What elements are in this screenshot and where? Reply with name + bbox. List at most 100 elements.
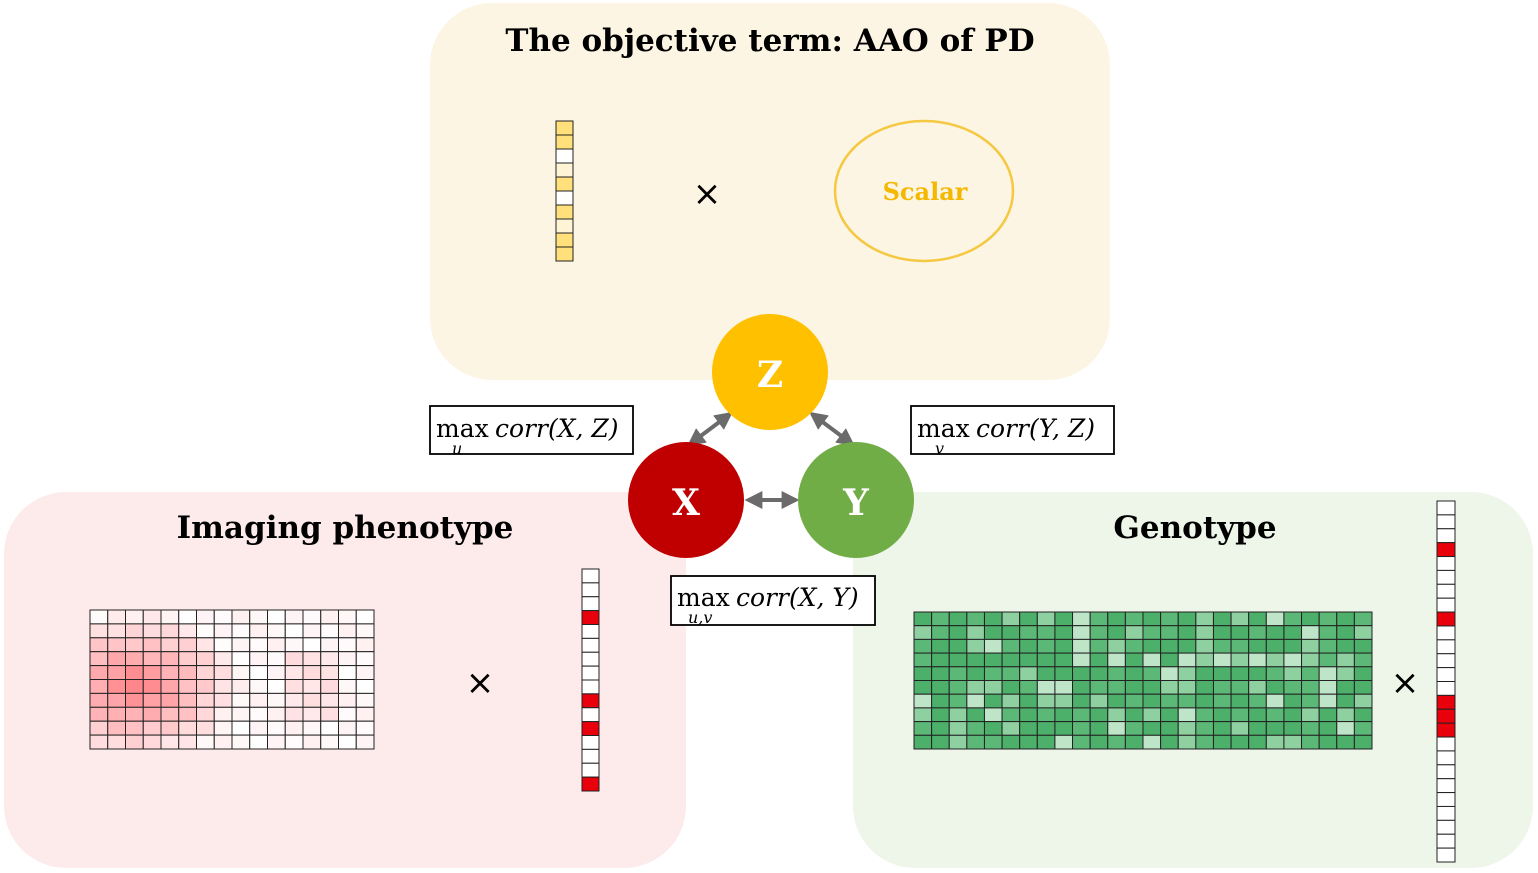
genotype-matrix-cell xyxy=(1160,707,1179,723)
imaging-matrix-cell xyxy=(142,637,162,653)
genotype-matrix-cell xyxy=(1177,693,1197,709)
genotype-matrix-cell xyxy=(948,666,968,681)
genotype-matrix-cell xyxy=(1160,693,1179,709)
imaging-matrix-cell xyxy=(107,637,126,653)
imaging-matrix-cell xyxy=(320,665,339,680)
genotype-matrix-cell xyxy=(1336,652,1355,668)
genotype-matrix-cell xyxy=(1177,638,1197,654)
genotype-matrix-cell xyxy=(1283,652,1303,668)
genotype-matrix-cell xyxy=(1107,652,1126,668)
genotype-vector-cell xyxy=(1436,722,1456,738)
genotype-matrix-cell xyxy=(1054,734,1074,750)
imaging-matrix-cell xyxy=(213,720,233,736)
genotype-matrix-cell xyxy=(1036,707,1056,723)
imaging-matrix-cell xyxy=(142,623,162,639)
genotype-matrix-cell xyxy=(931,721,950,736)
genotype-vector-cell xyxy=(1436,653,1456,669)
imaging-matrix-cell xyxy=(320,734,339,750)
genotype-matrix-cell xyxy=(1318,680,1338,695)
imaging-matrix-cell xyxy=(284,665,304,680)
imaging-matrix-cell xyxy=(89,706,109,722)
genotype-matrix-cell xyxy=(1212,707,1232,723)
imaging-vector-cell xyxy=(581,762,600,778)
objective-vector-cell xyxy=(555,190,574,206)
objective-vector-cell xyxy=(555,134,574,150)
imaging-matrix-cell xyxy=(125,734,144,750)
imaging-vector-cell xyxy=(581,637,600,653)
imaging-matrix-cell xyxy=(231,623,251,639)
imaging-matrix-cell xyxy=(196,679,215,694)
genotype-vector-cell xyxy=(1436,764,1456,780)
genotype-matrix-cell xyxy=(1301,680,1320,695)
genotype-matrix-cell xyxy=(1142,734,1162,750)
genotype-matrix-cell xyxy=(1195,680,1214,695)
imaging-vector-cell xyxy=(581,721,600,736)
genotype-matrix-cell xyxy=(1283,734,1303,750)
genotype-matrix-cell xyxy=(1089,611,1109,627)
genotype-matrix-cell xyxy=(1001,638,1021,654)
genotype-matrix-cell xyxy=(1283,625,1303,640)
genotype-matrix-cell xyxy=(1265,638,1285,654)
genotype-matrix-cell xyxy=(1072,625,1091,640)
arrow-y-z xyxy=(809,411,855,447)
genotype-matrix-cell xyxy=(966,611,985,627)
genotype-vector-cell xyxy=(1436,667,1456,682)
imaging-matrix-cell xyxy=(231,734,251,750)
formula-xz-expr: corr(X, Z) xyxy=(495,414,619,443)
imaging-matrix-cell xyxy=(231,637,251,653)
imaging-matrix-cell xyxy=(107,720,126,736)
genotype-matrix-cell xyxy=(1019,638,1038,654)
genotype-matrix-cell xyxy=(931,638,950,654)
imaging-matrix-cell xyxy=(89,665,109,680)
genotype-matrix-cell xyxy=(1124,666,1144,681)
genotype-matrix-cell xyxy=(1195,666,1214,681)
genotype-matrix-cell xyxy=(1089,638,1109,654)
objective-vector-cell xyxy=(555,120,574,136)
imaging-matrix-cell xyxy=(160,734,180,750)
genotype-matrix-cell xyxy=(1072,652,1091,668)
imaging-matrix-cell xyxy=(89,734,109,750)
imaging-matrix-cell xyxy=(338,679,357,694)
scalar-label: Scalar xyxy=(883,177,968,206)
genotype-matrix-cell xyxy=(913,734,933,750)
genotype-matrix-cell xyxy=(1072,638,1091,654)
imaging-matrix-cell xyxy=(107,692,126,708)
genotype-matrix-cell xyxy=(948,625,968,640)
formula-box-xz: max u corr(X, Z) xyxy=(429,405,634,458)
genotype-matrix-cell xyxy=(1160,666,1179,681)
genotype-matrix-cell xyxy=(1318,638,1338,654)
genotype-matrix-cell xyxy=(1265,666,1285,681)
genotype-matrix-cell xyxy=(1072,611,1091,627)
imaging-matrix-cell xyxy=(284,637,304,653)
genotype-matrix-cell xyxy=(1036,625,1056,640)
genotype-matrix-cell xyxy=(1124,707,1144,723)
genotype-matrix-cell xyxy=(931,707,950,723)
genotype-matrix-cell xyxy=(1353,693,1373,709)
imaging-matrix-cell xyxy=(249,734,268,750)
imaging-matrix-cell xyxy=(249,706,268,722)
imaging-matrix-cell xyxy=(302,734,322,750)
genotype-matrix-cell xyxy=(1019,707,1038,723)
imaging-matrix-cell xyxy=(160,623,180,639)
formula-xz-max: max xyxy=(436,414,489,443)
imaging-matrix-cell xyxy=(213,734,233,750)
genotype-matrix-cell xyxy=(1107,666,1126,681)
genotype-matrix-cell xyxy=(1336,721,1355,736)
genotype-matrix-cell xyxy=(1142,666,1162,681)
genotype-matrix-cell xyxy=(913,666,933,681)
imaging-matrix-cell xyxy=(302,623,322,639)
imaging-matrix-cell xyxy=(249,692,268,708)
genotype-matrix-cell xyxy=(931,611,950,627)
imaging-matrix-cell xyxy=(89,623,109,639)
genotype-matrix-cell xyxy=(1107,625,1126,640)
imaging-matrix-cell xyxy=(160,651,180,667)
imaging-matrix-cell xyxy=(89,651,109,667)
genotype-matrix-cell xyxy=(1177,666,1197,681)
genotype-matrix-cell xyxy=(966,693,985,709)
imaging-matrix xyxy=(89,609,375,750)
imaging-matrix-cell xyxy=(249,651,268,667)
genotype-matrix-cell xyxy=(1107,707,1126,723)
genotype-matrix-cell xyxy=(1054,680,1074,695)
genotype-matrix-cell xyxy=(1054,707,1074,723)
imaging-matrix-cell xyxy=(320,679,339,694)
